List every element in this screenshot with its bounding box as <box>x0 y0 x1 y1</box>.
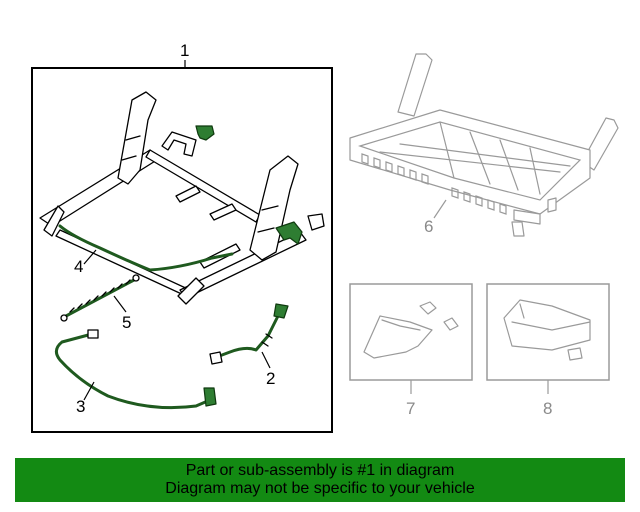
banner-line-2: Diagram may not be specific to your vehi… <box>165 480 475 497</box>
leader-3 <box>83 381 95 401</box>
seat-track-frame <box>39 91 307 305</box>
assembly-7-group: 7 <box>349 283 473 418</box>
cover-8 <box>503 299 591 351</box>
callout-4: 4 <box>74 257 83 276</box>
bracket-clip <box>161 131 197 157</box>
callout-5: 5 <box>122 313 131 332</box>
callout-2: 2 <box>266 369 275 388</box>
leader-4 <box>83 249 97 265</box>
callout-6: 6 <box>424 217 433 236</box>
callout-1: 1 <box>180 41 189 60</box>
cable-2 <box>209 303 289 365</box>
leader-6 <box>433 199 447 219</box>
banner-line-1: Part or sub-assembly is #1 in diagram <box>185 462 455 479</box>
assembly-8-group: 8 <box>486 283 610 418</box>
clip-7a <box>419 301 437 315</box>
assembly-1-group: 1 <box>31 41 333 433</box>
seat-cushion-frame-6 <box>349 53 619 237</box>
leader-2 <box>261 351 271 369</box>
green-bracket-right <box>275 221 303 245</box>
green-bracket-top <box>195 125 215 141</box>
spring-5 <box>60 274 140 322</box>
side-clip <box>307 213 325 231</box>
assembly-1-frame <box>31 67 333 433</box>
clip-8 <box>567 347 583 361</box>
info-banner: Part or sub-assembly is #1 in diagram Di… <box>15 458 625 502</box>
trim-cover-7 <box>363 315 433 359</box>
callout-3: 3 <box>76 397 85 416</box>
callout-7: 7 <box>406 399 415 418</box>
cable-3 <box>55 329 217 410</box>
leader-5 <box>113 295 127 313</box>
clip-7b <box>443 317 459 331</box>
cable-4 <box>58 224 234 272</box>
callout-8: 8 <box>543 399 552 418</box>
